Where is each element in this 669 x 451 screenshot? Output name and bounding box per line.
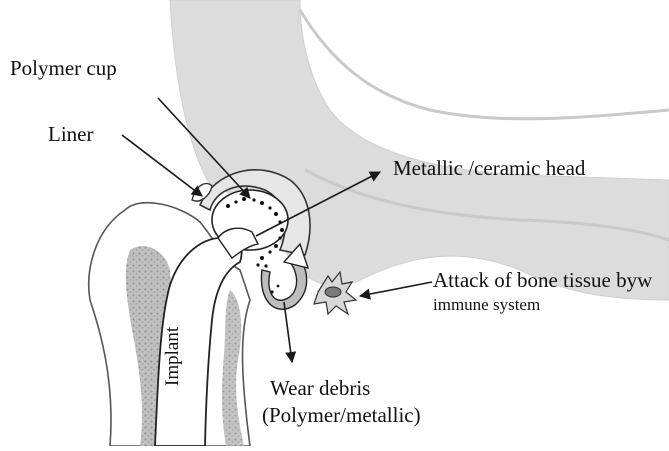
attack-leader [360, 282, 432, 296]
pelvis-bone [170, 0, 669, 300]
label-wear-debris-line1: Wear debris [270, 378, 370, 399]
label-metallic-ceramic-head: Metallic /ceramic head [393, 158, 585, 179]
label-attack-line2: immune system [433, 296, 540, 313]
debris-leader [284, 302, 292, 362]
liner-leader [122, 135, 202, 196]
pelvis-upper-curve [300, 10, 669, 119]
label-attack-line1: Attack of bone tissue byw [433, 270, 652, 291]
label-liner: Liner [48, 124, 93, 145]
label-wear-debris-line2: (Polymer/metallic) [262, 405, 421, 426]
label-implant: Implant [163, 327, 182, 386]
label-polymer-cup: Polymer cup [10, 58, 117, 79]
